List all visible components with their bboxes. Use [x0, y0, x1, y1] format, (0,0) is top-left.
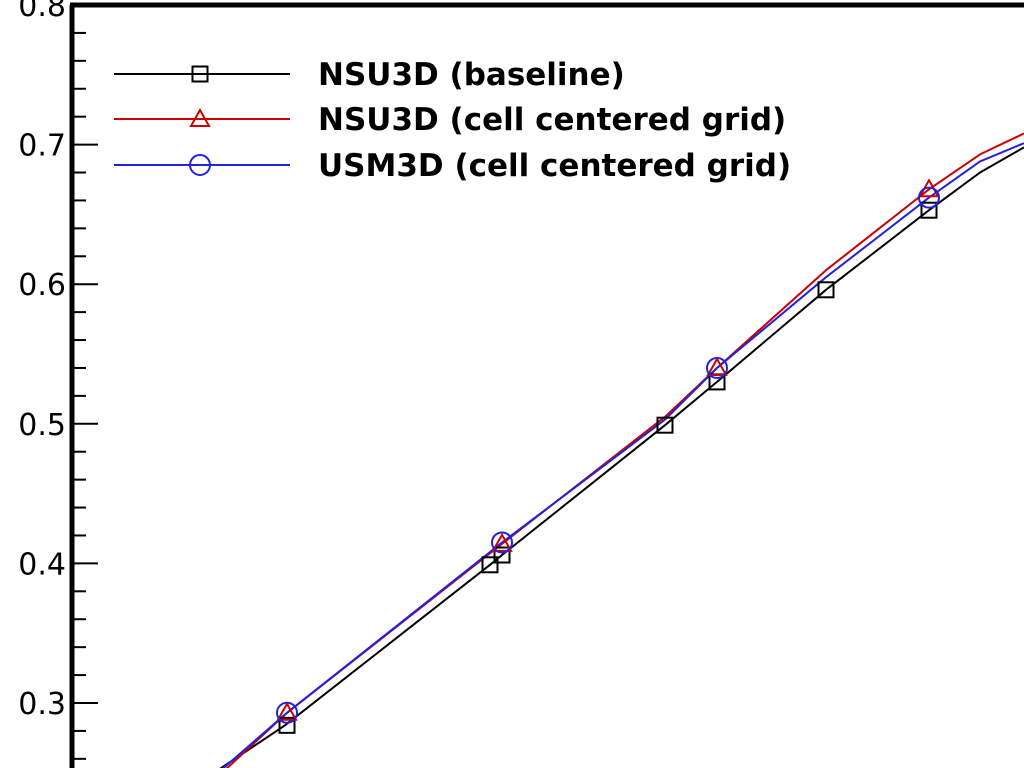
series-line-1 — [219, 146, 1024, 768]
series-2-point — [706, 356, 728, 376]
y-tick-label: 0.7 — [18, 129, 66, 164]
series-markers — [276, 178, 940, 734]
y-tick-label: 0.8 — [18, 0, 66, 24]
series-2-point — [276, 701, 298, 721]
y-tick-label: 0.3 — [18, 687, 66, 722]
legend-marker-3 — [189, 154, 211, 176]
series-1-point — [817, 281, 835, 299]
legend: NSU3D (baseline) NSU3D (cell centered gri… — [114, 57, 791, 184]
legend-marker-1 — [191, 65, 209, 83]
series-lines — [219, 132, 1024, 768]
legend-marker-2 — [189, 107, 211, 127]
y-tick-label: 0.5 — [18, 408, 66, 443]
series-1-point — [481, 556, 499, 574]
series-2-point — [491, 532, 513, 552]
series-1-point — [656, 416, 674, 434]
y-tick-label: 0.4 — [18, 547, 66, 582]
series-1-point — [920, 201, 938, 219]
legend-label-1: NSU3D (baseline) — [318, 57, 625, 93]
legend-label-3: USM3D (cell centered grid) — [318, 148, 791, 184]
series-3-point — [706, 356, 728, 379]
series-1-point — [278, 716, 296, 734]
series-3-point — [491, 531, 513, 554]
series-3-point — [276, 701, 298, 724]
series-3-point — [918, 186, 940, 209]
series-1-point — [493, 546, 511, 564]
legend-label-2: NSU3D (cell centered grid) — [318, 102, 786, 138]
y-axis-tick-labels: 0.3 0.4 0.5 0.6 0.7 0.8 — [18, 0, 66, 722]
series-line-3 — [221, 142, 1024, 768]
y-tick-label: 0.6 — [18, 268, 66, 303]
